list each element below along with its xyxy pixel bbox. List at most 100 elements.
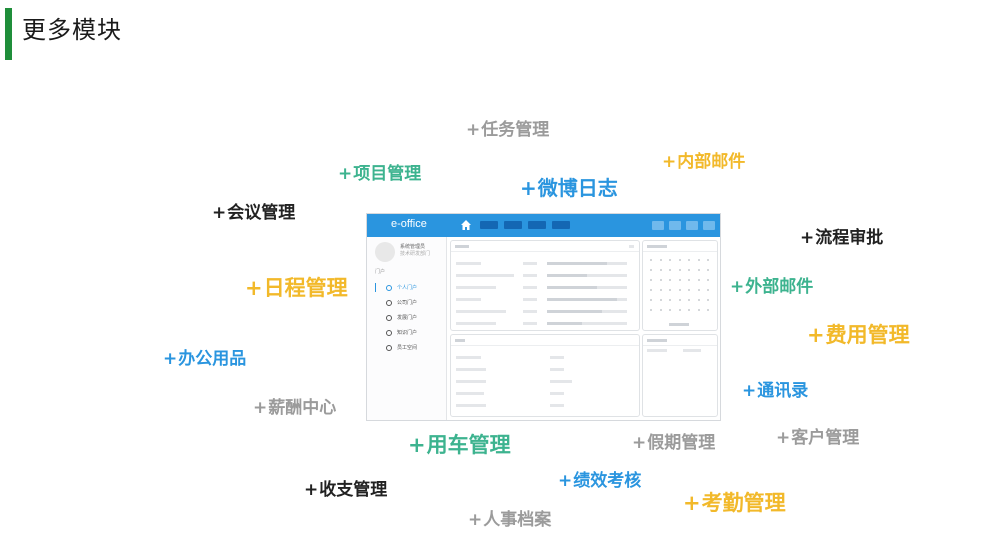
calendar-day-dot [707,269,709,271]
mockup-menu-item: 公司门户 [375,298,445,308]
module-label: +客户管理 [776,430,859,447]
calendar-day-dot [688,299,690,301]
calendar-day-dot [650,279,652,281]
calendar-day-dot [669,299,671,301]
calendar-day-dot [650,299,652,301]
module-label: +会议管理 [212,205,295,222]
module-name: 考勤管理 [701,491,786,515]
module-name: 会议管理 [227,203,296,223]
plus-icon: + [776,428,791,448]
mockup-tool-icon [652,221,664,230]
calendar-day-dot [707,289,709,291]
mockup-tool-icon [686,221,698,230]
module-label: +假期管理 [632,435,715,452]
mockup-sidebar: 系统管理员 技术研发部门 门户 个人门户 公司门户 发展门户 知识门户 员工空间 [367,237,447,420]
module-name: 外部邮件 [745,277,814,297]
module-name: 薪酬中心 [268,398,337,418]
calendar-day-dot [669,269,671,271]
mockup-panel-calendar [642,240,718,331]
calendar-day-dot [697,289,700,291]
mockup-nav-tab [528,221,546,229]
module-name: 内部邮件 [677,152,746,172]
calendar-day-dot [688,289,690,291]
module-name: 收支管理 [319,480,388,500]
calendar-day-dot [659,269,662,271]
calendar-day-dot [707,259,709,261]
mockup-top-bar: e-office [367,214,720,237]
mockup-panel-side [642,334,718,417]
calendar-day-dot [659,279,662,281]
plus-icon: + [632,433,647,453]
calendar-day-dot [697,299,700,301]
plus-icon: + [662,152,677,172]
calendar-day-dot [697,259,700,261]
module-name: 人事档案 [483,510,552,530]
plus-icon: + [558,471,573,491]
mockup-nav-tab [504,221,522,229]
home-icon [461,220,471,230]
module-label: +微博日志 [520,178,618,198]
module-name: 通讯录 [757,381,809,401]
module-label: +内部邮件 [662,154,745,171]
module-label: +用车管理 [408,435,511,456]
calendar-day-dot [688,279,690,281]
calendar-day-dot [697,269,700,271]
calendar-day-dot [688,259,690,261]
mockup-panel-tasks [450,240,640,331]
module-name: 流程审批 [815,228,884,248]
mockup-panel-list [450,334,640,417]
mockup-user-name: 系统管理员 [400,244,426,250]
module-label: +流程审批 [800,230,883,247]
module-name: 办公用品 [178,349,247,369]
calendar-day-dot [678,269,681,271]
plus-icon: + [245,276,263,300]
module-label: +人事档案 [468,512,551,529]
mockup-menu-item: 个人门户 [375,283,445,293]
plus-icon: + [408,433,426,457]
calendar-day-dot [669,279,671,281]
module-name: 任务管理 [481,120,550,140]
calendar-day-dot [659,289,662,291]
module-label: +薪酬中心 [253,400,336,417]
module-label: +绩效考核 [558,473,641,490]
calendar-day-dot [707,309,709,311]
plus-icon: + [800,228,815,248]
mockup-nav-tab [552,221,570,229]
calendar-day-dot [707,279,709,281]
module-name: 绩效考核 [573,471,642,491]
module-label: +外部邮件 [730,279,813,296]
plus-icon: + [212,203,227,223]
module-name: 微博日志 [537,176,618,200]
calendar-day-dot [650,289,652,291]
module-name: 日程管理 [263,276,348,300]
module-name: 费用管理 [825,323,910,347]
calendar-day-dot [697,279,700,281]
avatar [375,242,395,262]
module-label: +项目管理 [338,166,421,183]
calendar-day-dot [688,309,690,311]
calendar-day-dot [659,309,662,311]
plus-icon: + [683,491,701,515]
plus-icon: + [338,164,353,184]
module-label: +通讯录 [742,383,808,400]
plus-icon: + [304,480,319,500]
calendar-day-dot [650,259,652,261]
app-screenshot-mockup: e-office 系统管理员 技术研发部门 门户 个人门户 公司门户 发展门户 … [366,213,721,421]
calendar-day-dot [678,309,681,311]
calendar-day-dot [659,299,662,301]
title-accent-bar [5,8,12,60]
calendar-day-dot [688,269,690,271]
mockup-tool-icon [669,221,681,230]
module-label: +日程管理 [245,278,348,299]
module-label: +考勤管理 [683,493,786,514]
mockup-menu-section: 门户 [375,269,386,275]
module-name: 客户管理 [791,428,860,448]
mockup-nav-tab [480,221,498,229]
calendar-day-dot [678,279,681,281]
page-title: 更多模块 [22,16,122,44]
mockup-menu-item: 发展门户 [375,313,445,323]
calendar-day-dot [697,309,700,311]
mockup-brand: e-office [391,218,427,230]
module-label: +任务管理 [466,122,549,139]
calendar-day-dot [669,289,671,291]
